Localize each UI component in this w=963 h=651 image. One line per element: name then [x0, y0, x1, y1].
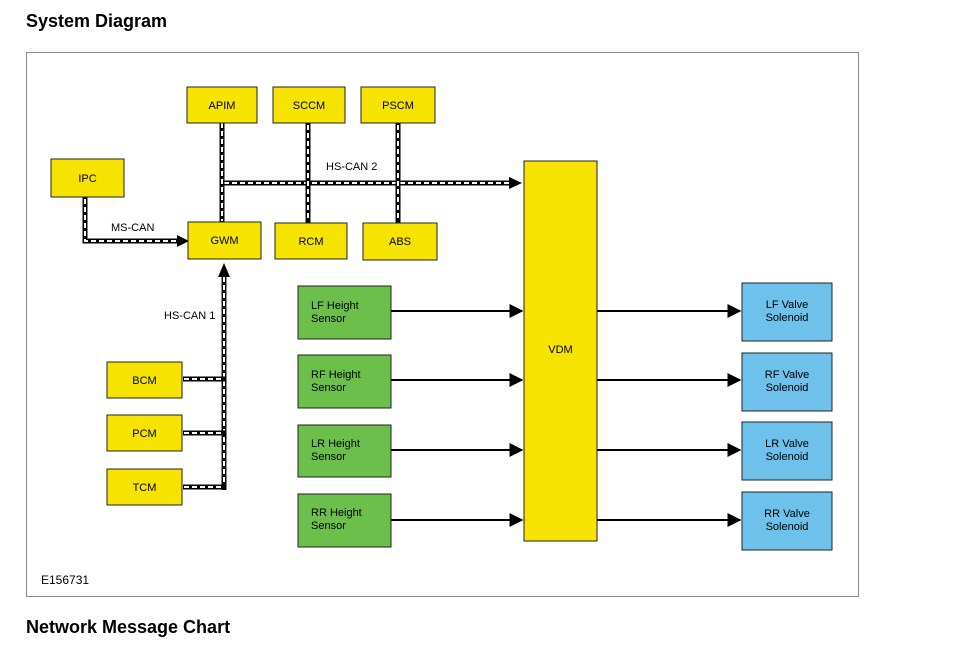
solenoid-rf-line1: RF Valve	[765, 369, 809, 381]
ms-can-label: MS-CAN	[111, 222, 154, 234]
hs-can-2-bus	[222, 177, 522, 189]
solenoid-lr-line2: Solenoid	[766, 451, 809, 463]
module-rcm: RCM	[274, 222, 348, 260]
module-pcm-label: PCM	[132, 428, 156, 440]
module-pscm-label: PSCM	[382, 100, 414, 112]
sensor-wires	[391, 304, 524, 527]
module-apim-label: APIM	[209, 100, 236, 112]
system-diagram: HS-CAN 2 MS-CAN HS-CAN 1 IPC APIM SCCM P…	[41, 86, 833, 587]
sensor-rr-line1: RR Height	[311, 507, 362, 519]
sensor-lf-line1: LF Height	[311, 300, 359, 312]
solenoid-rf-valve: RF Valve Solenoid	[741, 352, 833, 412]
network-message-chart-heading: Network Message Chart	[26, 617, 231, 637]
solenoid-rr-valve: RR Valve Solenoid	[741, 491, 833, 551]
module-bcm-label: BCM	[132, 375, 156, 387]
system-diagram-heading: System Diagram	[26, 11, 168, 31]
module-tcm-label: TCM	[133, 482, 157, 494]
hs-can-1-bus	[183, 263, 230, 490]
module-ipc-label: IPC	[78, 173, 96, 185]
sensor-rf-line1: RF Height	[311, 369, 361, 381]
module-pscm: PSCM	[360, 86, 436, 124]
sensor-lr-height: LR Height Sensor	[297, 424, 392, 478]
sensor-rf-line2: Sensor	[311, 382, 346, 394]
solenoid-lf-line1: LF Valve	[766, 299, 809, 311]
system-diagram-frame: HS-CAN 2 MS-CAN HS-CAN 1 IPC APIM SCCM P…	[26, 52, 859, 597]
sensor-rr-line2: Sensor	[311, 520, 346, 532]
module-apim: APIM	[186, 86, 258, 124]
module-vdm: VDM	[523, 160, 598, 542]
module-abs: ABS	[362, 222, 438, 261]
sensor-lf-height: LF Height Sensor	[297, 285, 392, 340]
module-sccm: SCCM	[272, 86, 346, 124]
solenoid-rr-line1: RR Valve	[764, 508, 810, 520]
sensor-lr-line1: LR Height	[311, 438, 360, 450]
module-vdm-label: VDM	[548, 344, 572, 356]
figure-id: E156731	[41, 573, 89, 587]
hs-can-2-label: HS-CAN 2	[326, 161, 377, 173]
sensor-rr-height: RR Height Sensor	[297, 493, 392, 548]
ms-can-bus	[82, 197, 189, 247]
sensor-lf-line2: Sensor	[311, 313, 346, 325]
hs-can-1-label: HS-CAN 1	[164, 310, 215, 322]
solenoid-lf-line2: Solenoid	[766, 312, 809, 324]
module-bcm: BCM	[106, 361, 183, 399]
module-tcm: TCM	[106, 468, 183, 506]
solenoid-lf-valve: LF Valve Solenoid	[741, 282, 833, 342]
module-gwm-label: GWM	[210, 235, 238, 247]
module-sccm-label: SCCM	[293, 100, 325, 112]
module-abs-label: ABS	[389, 236, 411, 248]
solenoid-rr-line2: Solenoid	[766, 521, 809, 533]
sensor-rf-height: RF Height Sensor	[297, 354, 392, 409]
solenoid-wires	[597, 304, 742, 527]
solenoid-lr-line1: LR Valve	[765, 438, 809, 450]
module-rcm-label: RCM	[298, 236, 323, 248]
module-ipc: IPC	[50, 158, 125, 198]
solenoid-rf-line2: Solenoid	[766, 382, 809, 394]
sensor-lr-line2: Sensor	[311, 451, 346, 463]
module-pcm: PCM	[106, 414, 183, 452]
solenoid-lr-valve: LR Valve Solenoid	[741, 421, 833, 481]
module-gwm: GWM	[187, 221, 262, 260]
